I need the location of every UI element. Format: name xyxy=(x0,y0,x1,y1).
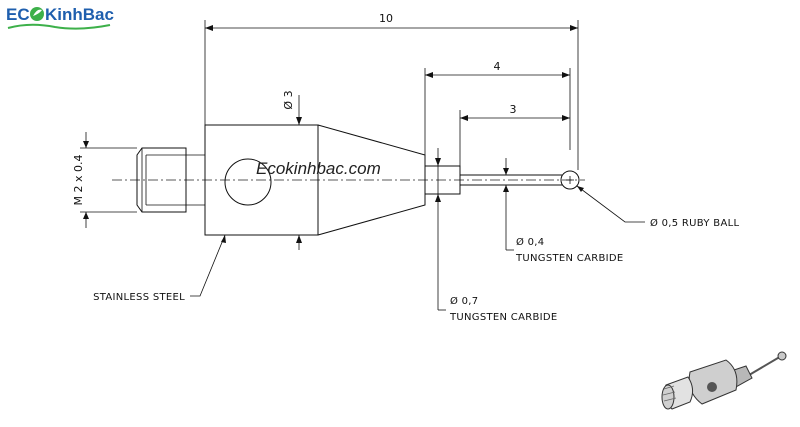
brand-logo: EC KinhBac xyxy=(6,5,114,30)
logo-wave-icon xyxy=(7,23,111,30)
length-4-label: 4 xyxy=(494,60,501,73)
stem-section xyxy=(460,174,562,186)
ruby-ball xyxy=(560,170,580,190)
length-3-dimension: 3 xyxy=(459,103,570,166)
leaf-icon xyxy=(30,7,44,21)
body-material-label: STAINLESS STEEL xyxy=(93,292,185,303)
stem-diameter-label: Ø 0,4 xyxy=(516,236,544,248)
body-diameter-label: Ø 3 xyxy=(282,90,295,109)
shank-material-label: TUNGSTEN CARBIDE xyxy=(449,312,558,323)
overall-length-label: 10 xyxy=(379,12,393,25)
logo-brand: KinhBac xyxy=(45,5,114,24)
thread-dimension: M 2 x 0.4 xyxy=(72,132,137,228)
shank-diameter-label: Ø 0,7 xyxy=(450,295,478,307)
logo-prefix: EC xyxy=(6,5,30,24)
steel-leader xyxy=(190,234,226,297)
cross-hole xyxy=(224,158,272,206)
ruby-ball-label: Ø 0,5 RUBY BALL xyxy=(650,217,739,229)
thread-section xyxy=(136,147,205,213)
length-4-dimension: 4 xyxy=(424,60,571,155)
stylus-3d-render-icon xyxy=(661,351,787,410)
steel-body xyxy=(204,124,319,236)
body-diameter-dimension: Ø 3 xyxy=(282,90,302,250)
stem-material-label: TUNGSTEN CARBIDE xyxy=(515,253,624,264)
shank-diameter-marks xyxy=(435,148,446,311)
stem-diameter-marks xyxy=(503,158,514,251)
shank-section xyxy=(424,165,461,195)
length-3-label: 3 xyxy=(510,103,517,116)
watermark: Ecokinhbac.com xyxy=(256,159,381,178)
overall-length-dimension: 10 xyxy=(204,12,579,170)
ruby-ball-leader xyxy=(576,185,645,223)
thread-label: M 2 x 0.4 xyxy=(72,155,85,206)
